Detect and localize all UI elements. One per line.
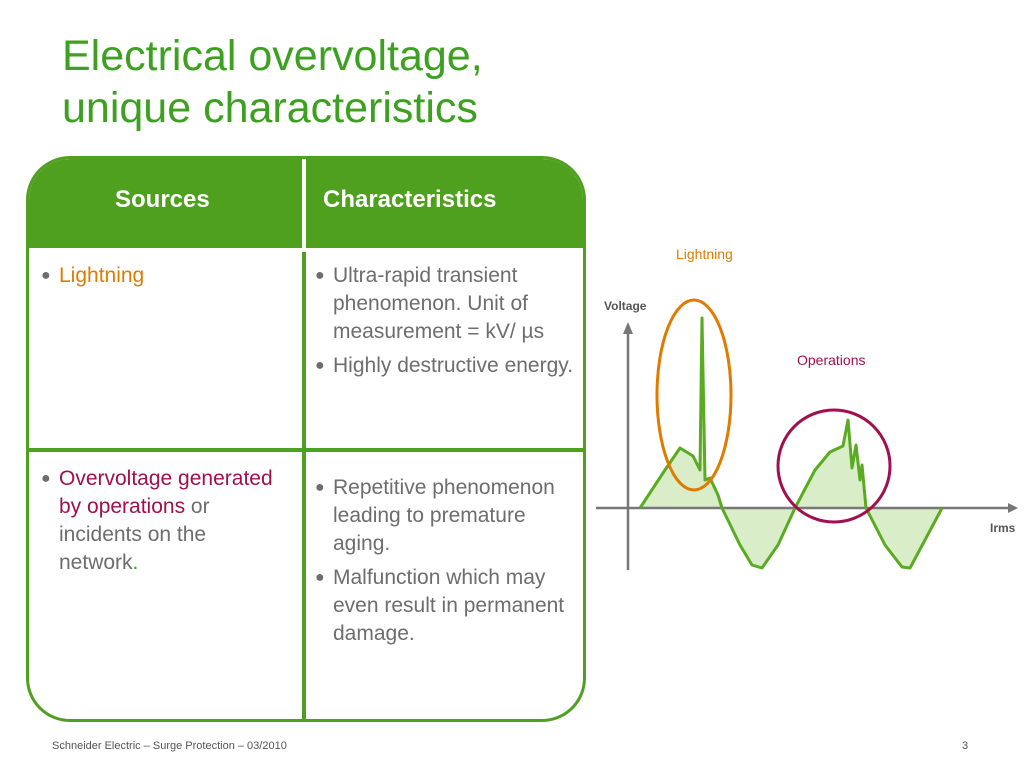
table-header xyxy=(29,159,583,248)
page-number: 3 xyxy=(962,740,969,752)
lightning-label: Lightning xyxy=(676,246,733,262)
overvoltage-waveform-diagram: Lightning Operations Voltage Irms xyxy=(596,246,1018,570)
y-axis-arrow xyxy=(623,322,633,334)
source-cell-1: ● Lightning xyxy=(41,262,291,296)
row-divider xyxy=(29,448,583,452)
lightning-circle xyxy=(655,298,733,492)
characteristic-item: Ultra-rapid transient phenomenon. Unit o… xyxy=(333,264,545,343)
wave-fill xyxy=(640,318,942,568)
y-axis-label: Voltage xyxy=(604,299,647,313)
header-sources: Sources xyxy=(115,186,210,213)
title-line-2: unique characteristics xyxy=(62,84,478,132)
bullet-dot: ● xyxy=(41,267,51,284)
characteristic-item: Malfunction which may even result in per… xyxy=(333,566,565,645)
characteristics-cell-2: ● Repetitive phenomenon leading to prema… xyxy=(315,474,577,654)
source-lightning: Lightning xyxy=(59,264,145,287)
source-cell-2: ● Overvoltage generated by operations or… xyxy=(41,465,291,583)
source-operations-rest: or incidents on the network xyxy=(59,495,210,574)
operations-label: Operations xyxy=(797,352,865,368)
sources-table: Sources Characteristics ● Lightning ● Ul… xyxy=(26,156,586,722)
characteristic-item: Highly destructive energy. xyxy=(333,354,574,377)
x-axis-label: Irms xyxy=(990,521,1016,535)
x-axis-arrow xyxy=(1008,503,1018,513)
source-operations-text: Overvoltage generated by operations or i… xyxy=(59,465,291,577)
header-characteristics: Characteristics xyxy=(323,186,497,213)
bullet-dot: ● xyxy=(41,470,51,487)
source-operations-period: . xyxy=(132,551,139,574)
title-line-1: Electrical overvoltage, xyxy=(62,32,483,80)
bullet-dot: ● xyxy=(315,569,325,586)
characteristic-item: Repetitive phenomenon leading to prematu… xyxy=(333,476,555,555)
operations-circle xyxy=(776,408,892,524)
bullet-dot: ● xyxy=(315,357,325,374)
column-divider xyxy=(302,159,306,719)
header-separator xyxy=(29,248,583,252)
bullet-dot: ● xyxy=(315,479,325,496)
header-divider xyxy=(302,159,306,248)
footer-text: Schneider Electric – Surge Protection – … xyxy=(52,740,287,752)
slide-title: Electrical overvoltage, unique character… xyxy=(62,30,762,134)
characteristics-cell-1: ● Ultra-rapid transient phenomenon. Unit… xyxy=(315,262,577,386)
bullet-dot: ● xyxy=(315,267,325,284)
source-operations: Overvoltage generated by operations xyxy=(59,467,273,518)
